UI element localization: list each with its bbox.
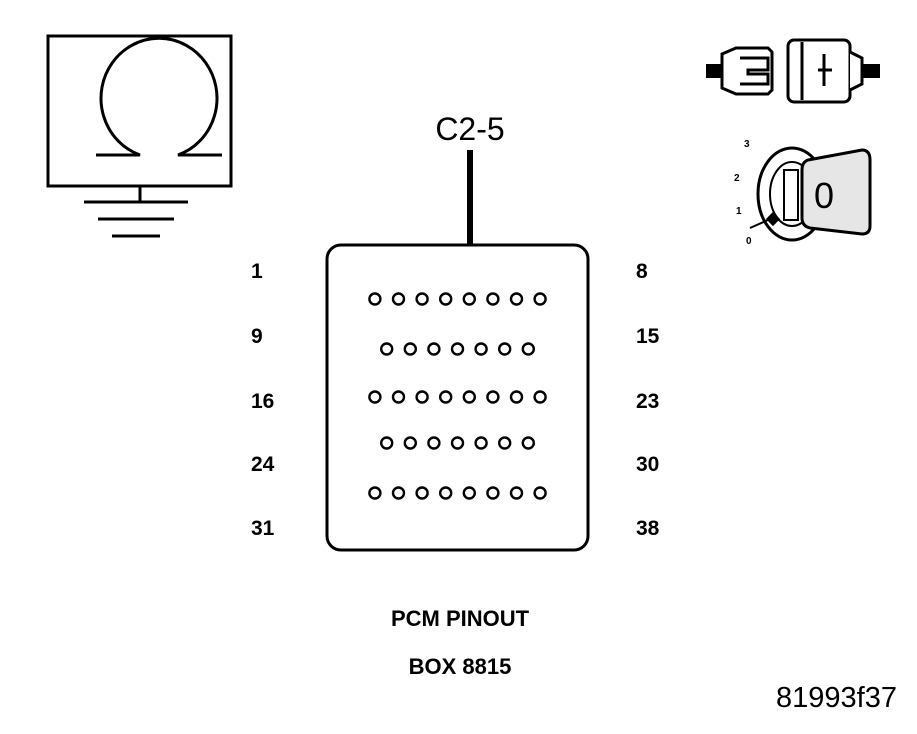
pin-label-left: 31 [251,517,275,540]
key-position-label: 0 [814,175,835,216]
pin-hole [474,436,488,450]
figure-id: 81993f37 [776,682,897,714]
pin-hole [427,342,441,356]
pin-hole [391,390,406,404]
pin-hole [403,436,418,450]
pin-hole [438,292,453,306]
pin-hole [368,292,382,306]
pin-hole [380,342,394,356]
pin-hole [462,390,477,404]
pin-hole [438,486,453,500]
pin-hole [533,390,547,404]
pin-label-right: 38 [636,517,660,540]
diagram-subtitle: BOX 8815 [408,654,512,679]
pin-hole-highlighted [462,292,477,306]
ignition-pos-1: 1 [736,206,742,217]
pin-label-left: 1 [251,260,263,283]
pin-hole [509,292,524,306]
ignition-key-icon [749,146,872,242]
pin-hole [368,390,382,404]
pin-hole [427,436,441,450]
diagram-title: PCM PINOUT [390,606,530,631]
pin-hole [521,436,536,450]
pin-hole [474,342,488,356]
ignition-pos-3: 3 [744,139,750,150]
pin-hole [497,342,512,356]
pin-label-left: 9 [251,325,263,348]
pin-hole [462,486,477,500]
pin-hole [415,390,429,404]
pin-hole [497,436,512,450]
pin-hole [533,486,547,500]
pin-hole [450,436,465,450]
pin-hole [486,292,500,306]
pin-hole [509,390,524,404]
pin-hole [533,292,547,306]
pin-hole [415,486,429,500]
ignition-pos-2: 2 [734,173,740,184]
pin-hole [438,390,453,404]
pin-hole [509,486,524,500]
pin-hole [415,292,429,306]
pin-label-left: 16 [251,390,275,413]
pin-hole [450,342,465,356]
pin-label-right: 15 [636,325,660,348]
pin-label-left: 24 [251,453,275,476]
connector-icon [706,38,880,104]
pin-hole [521,342,536,356]
ohmmeter-ground-icon [46,34,233,238]
pin-hole [486,390,500,404]
pin-hole [391,292,406,306]
pin-label-right: 8 [636,260,648,283]
pointer-label: C2-5 [435,111,505,147]
pin-hole [380,436,394,450]
pin-hole [403,342,418,356]
pin-hole [368,486,382,500]
pin-label-right: 30 [636,453,660,476]
pin-hole [391,486,406,500]
ignition-pos-0: 0 [746,236,752,247]
pcm-connector [325,243,590,552]
pin-label-right: 23 [636,390,660,413]
pin-hole [486,486,500,500]
